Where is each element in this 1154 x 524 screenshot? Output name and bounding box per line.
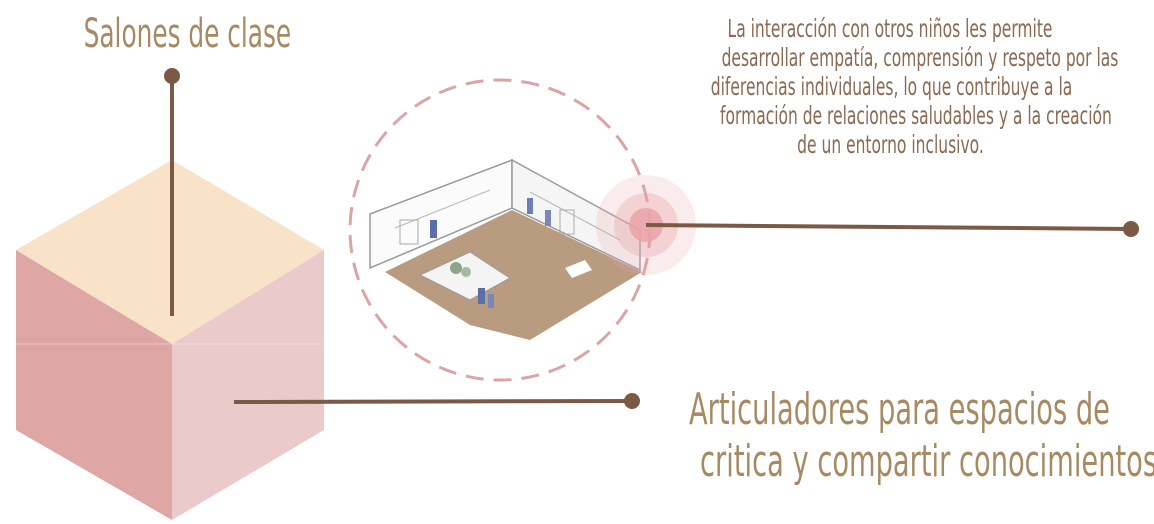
cube-left-face (16, 250, 172, 520)
person-figure (430, 220, 437, 238)
title-connector-dot (164, 68, 180, 84)
description-block: La interacción con otros niños les permi… (600, 14, 1154, 159)
person-figure (545, 210, 551, 226)
person-figure (488, 294, 494, 308)
person-figure (527, 198, 533, 214)
subtitle-block: Articuladores para espacios de critica y… (560, 384, 1154, 488)
description-line: de un entorno inclusivo. (796, 130, 984, 159)
plant (450, 262, 462, 274)
window (399, 219, 419, 245)
window (559, 209, 575, 235)
plant (461, 267, 471, 277)
subtitle-line: Articuladores para espacios de (689, 384, 1110, 435)
description-connector-dot (1123, 221, 1139, 237)
description-line: formación de relaciones saludables y a l… (720, 101, 1112, 130)
subtitle-connector (233, 393, 640, 409)
person-figure (478, 288, 485, 304)
room-floor (385, 210, 642, 340)
classroom-illustration (348, 78, 696, 382)
diagram-title: Salones de clase (20, 6, 320, 66)
subtitle-connector-dot (624, 393, 640, 409)
description-line: diferencias individuales, lo que contrib… (710, 72, 1073, 101)
description-line: desarrollar empatía, comprensión y respe… (721, 43, 1119, 72)
room-right-wall (511, 158, 641, 272)
cube-right-face (172, 250, 324, 520)
description-line: La interacción con otros niños les permi… (727, 14, 1053, 43)
description-connector (645, 221, 1139, 237)
floor-opening (565, 260, 592, 278)
subtitle-line: critica y compartir conocimientos (700, 436, 1154, 487)
diagram-title-text: Salones de clase (83, 11, 292, 57)
title-connector (164, 68, 180, 316)
